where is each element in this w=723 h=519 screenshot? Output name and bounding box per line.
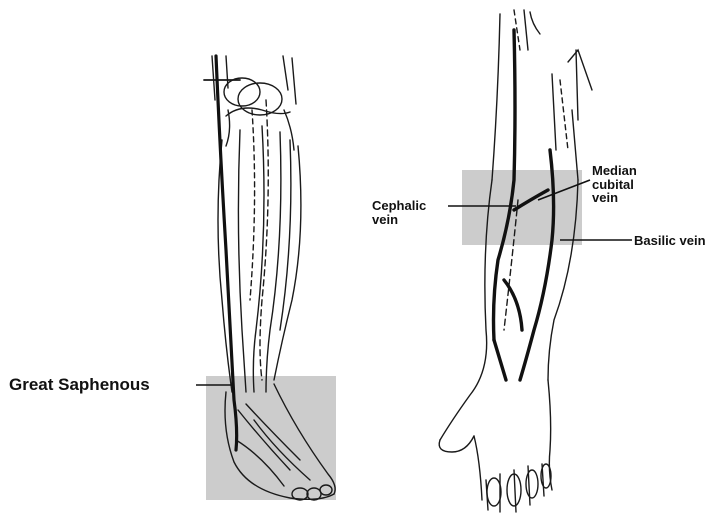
median-cubital-vein-label: Median cubital vein: [592, 164, 637, 205]
median-cubital-label-line3: vein: [592, 191, 637, 205]
great-saphenous-label: Great Saphenous: [9, 376, 150, 394]
cephalic-vein-label-line1: Cephalic: [372, 199, 426, 213]
median-cubital-label-line2: cubital: [592, 178, 637, 192]
elbow-highlight-box: [462, 170, 582, 245]
cephalic-vein-label: Cephalic vein: [372, 199, 426, 226]
cephalic-vein-label-line2: vein: [372, 213, 426, 227]
leg-illustration: [204, 56, 336, 500]
basilic-vein-label: Basilic vein: [634, 234, 706, 248]
median-cubital-label-line1: Median: [592, 164, 637, 178]
